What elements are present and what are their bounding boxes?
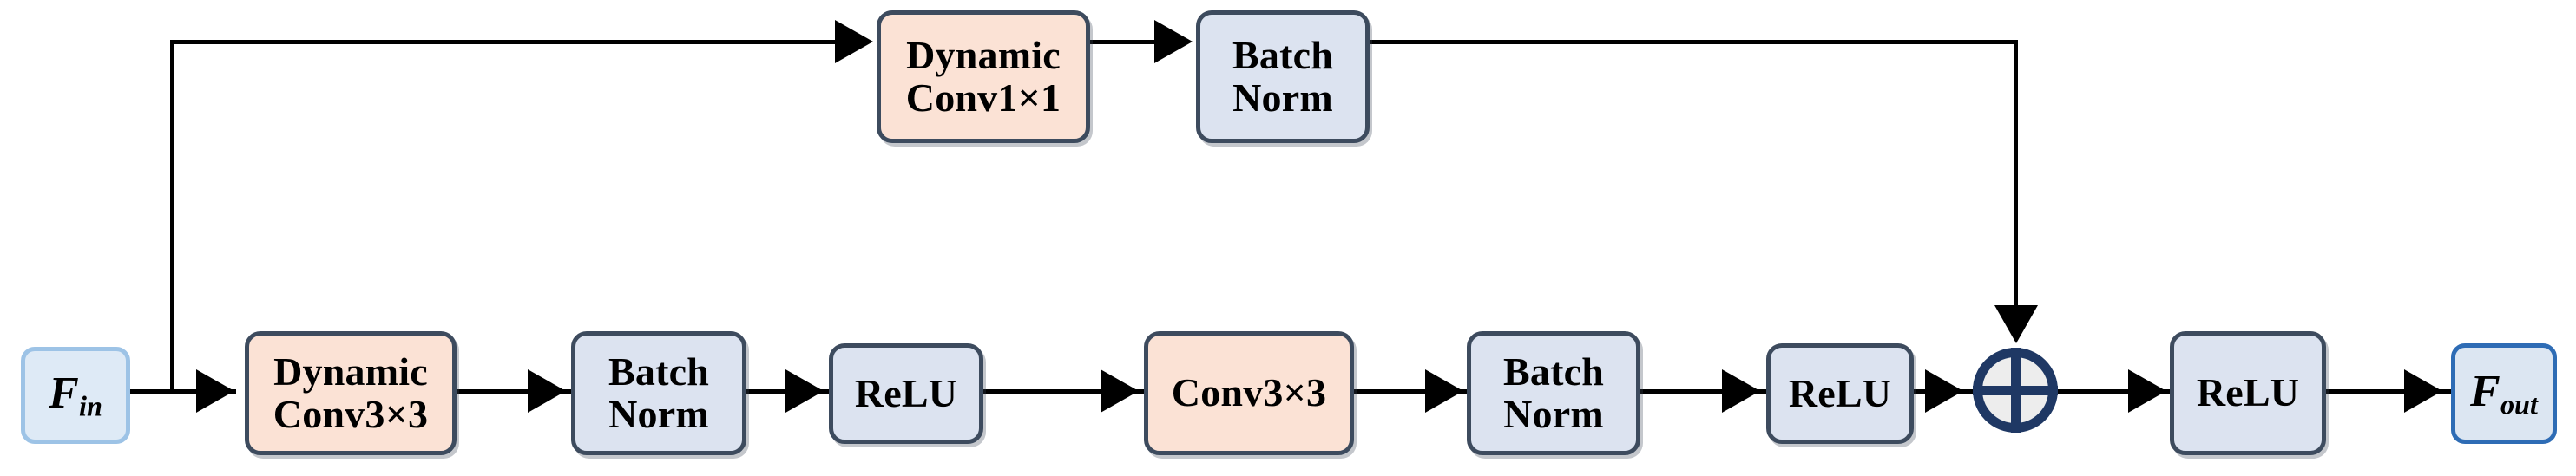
arrowhead-to-relu1 <box>785 369 824 413</box>
wire-sum-to-relu-out <box>2054 389 2177 394</box>
output-tensor-label: Fout <box>2470 368 2538 420</box>
node-label-line2: Norm <box>608 391 709 436</box>
node-label-line2: Conv1×1 <box>905 75 1061 120</box>
input-tensor-label: Fin <box>49 369 102 421</box>
node-relu-2[interactable]: ReLU <box>1766 343 1914 444</box>
output-tensor-subscript: out <box>2500 388 2538 421</box>
wire-bn-shortcut-to-corner <box>1368 40 2018 44</box>
node-label-line1: Dynamic <box>906 32 1061 77</box>
arrowhead-to-conv3x3 <box>1101 369 1139 413</box>
node-relu-out[interactable]: ReLU <box>2170 331 2326 455</box>
wire-relu2-to-sum <box>1912 389 2016 394</box>
wire-bn2-to-relu2 <box>1639 389 1769 394</box>
node-dynamic-conv1x1[interactable]: Dynamic Conv1×1 <box>877 10 1090 143</box>
arrowhead-into-sum-node <box>1994 305 2038 343</box>
node-label-line1: ReLU <box>2196 370 2300 415</box>
arrowhead-to-relu2 <box>1722 369 1760 413</box>
input-tensor-subscript: in <box>79 390 102 422</box>
wire-relu1-to-conv3x3 <box>982 389 1148 394</box>
node-relu-1[interactable]: ReLU <box>829 343 983 444</box>
arrowhead-to-relu-out <box>2128 369 2166 413</box>
wire-skip-riser <box>170 40 174 391</box>
node-label-line1: Dynamic <box>273 349 428 394</box>
arrowhead-to-dynconv1x1 <box>835 20 873 63</box>
arrowhead-to-dynconv3x3 <box>196 369 234 413</box>
arrowhead-to-sum <box>1925 369 1963 413</box>
wire-skip-descender <box>2014 40 2018 309</box>
node-label-line1: Batch <box>1232 32 1333 77</box>
node-input-tensor[interactable]: Fin <box>21 347 130 444</box>
wire-dynconv3x3-to-bn1 <box>454 389 575 394</box>
node-batch-norm-2[interactable]: Batch Norm <box>1467 331 1640 455</box>
node-label-line1: ReLU <box>854 370 958 415</box>
wire-skip-to-dynconv1x1 <box>170 40 838 44</box>
arrowhead-to-fout <box>2404 369 2442 413</box>
input-tensor-symbol: F <box>49 368 79 419</box>
wire-conv3x3-to-bn2 <box>1352 389 1472 394</box>
wire-relu-out-to-fout <box>2324 389 2456 394</box>
node-output-tensor[interactable]: Fout <box>2451 343 2557 444</box>
node-label-line1: ReLU <box>1788 370 1892 415</box>
node-batch-norm-1[interactable]: Batch Norm <box>571 331 746 455</box>
node-conv3x3[interactable]: Conv3×3 <box>1144 331 1354 455</box>
arrowhead-to-bn-shortcut <box>1154 20 1193 63</box>
sum-node[interactable] <box>1973 348 2058 433</box>
node-label-line2: Norm <box>1232 75 1333 120</box>
node-dynamic-conv3x3[interactable]: Dynamic Conv3×3 <box>245 331 457 455</box>
arrowhead-to-bn1 <box>528 369 566 413</box>
node-label-line1: Batch <box>1503 349 1604 394</box>
output-tensor-symbol: F <box>2470 367 2500 417</box>
node-batch-norm-shortcut[interactable]: Batch Norm <box>1196 10 1370 143</box>
wire-dynconv1x1-to-bn <box>1088 40 1157 44</box>
arrowhead-to-bn2 <box>1425 369 1463 413</box>
node-label-line2: Norm <box>1503 391 1604 436</box>
wire-fin-to-dynconv3x3 <box>128 389 236 394</box>
node-label-line1: Batch <box>608 349 709 394</box>
sum-node-vertical-bar <box>2010 348 2021 433</box>
node-label-line2: Conv3×3 <box>273 391 429 436</box>
node-label-line1: Conv3×3 <box>1171 370 1327 415</box>
